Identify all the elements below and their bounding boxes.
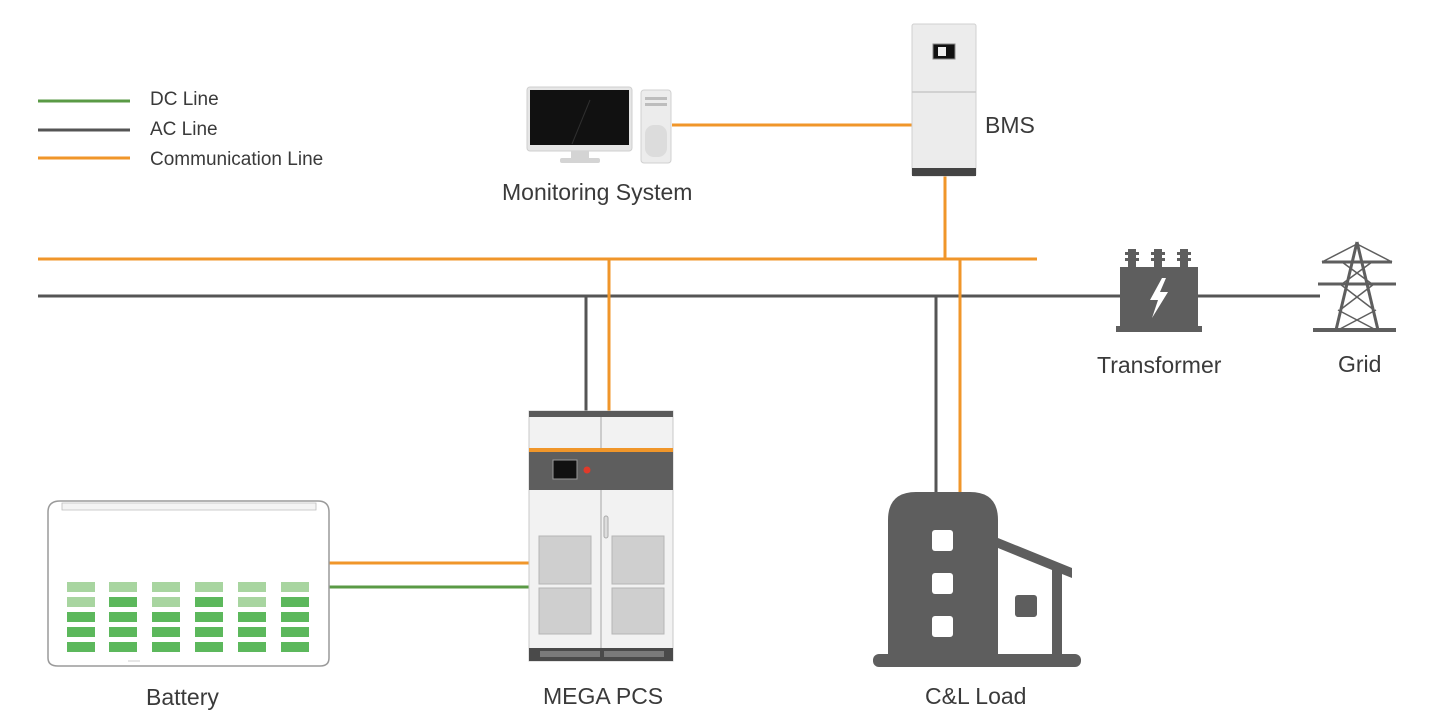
computer-icon — [526, 86, 672, 164]
battery-cell — [67, 642, 95, 652]
battery-cell — [152, 582, 180, 592]
battery-cell — [238, 597, 266, 607]
battery-cell — [109, 642, 137, 652]
battery-cell — [195, 612, 223, 622]
battery-cell — [67, 597, 95, 607]
bms-label: BMS — [985, 112, 1035, 138]
battery-cell — [109, 612, 137, 622]
battery-rack-icon — [47, 500, 330, 667]
grid-label: Grid — [1338, 351, 1382, 377]
battery-cell — [281, 642, 309, 652]
battery-cell — [109, 627, 137, 637]
battery-cell — [195, 627, 223, 637]
battery-cell — [67, 612, 95, 622]
battery-cell — [67, 627, 95, 637]
battery-cell — [281, 582, 309, 592]
battery-cell — [195, 597, 223, 607]
battery-cell — [109, 597, 137, 607]
legend-communication-line-label: Communication Line — [150, 149, 324, 170]
battery-cell — [238, 627, 266, 637]
battery-cell — [281, 612, 309, 622]
transformer-label: Transformer — [1097, 352, 1222, 378]
battery-cell — [238, 582, 266, 592]
battery-cell — [152, 642, 180, 652]
factory-building-icon — [873, 492, 1081, 667]
battery-cell — [152, 612, 180, 622]
battery-cell — [238, 642, 266, 652]
battery-cell — [109, 582, 137, 592]
battery-cell — [195, 642, 223, 652]
transformer-icon — [1116, 249, 1202, 332]
battery-label: Battery — [146, 684, 219, 710]
cabinet-icon — [911, 23, 977, 177]
legend-dc-line-label: DC Line — [150, 89, 219, 110]
monitoring-system-label: Monitoring System — [502, 179, 693, 205]
cl-load-label: C&L Load — [925, 683, 1027, 709]
battery-cell — [67, 582, 95, 592]
battery-cell — [238, 612, 266, 622]
battery-cell — [152, 627, 180, 637]
power-tower-icon — [1313, 241, 1396, 332]
battery-cell — [195, 582, 223, 592]
mega-pcs-label: MEGA PCS — [543, 683, 664, 709]
legend-ac-line-label: AC Line — [150, 119, 218, 140]
battery-cell — [152, 597, 180, 607]
battery-cells — [67, 582, 309, 652]
battery-cell — [281, 597, 309, 607]
battery-cell — [281, 627, 309, 637]
inverter-cabinet-icon — [528, 410, 674, 662]
